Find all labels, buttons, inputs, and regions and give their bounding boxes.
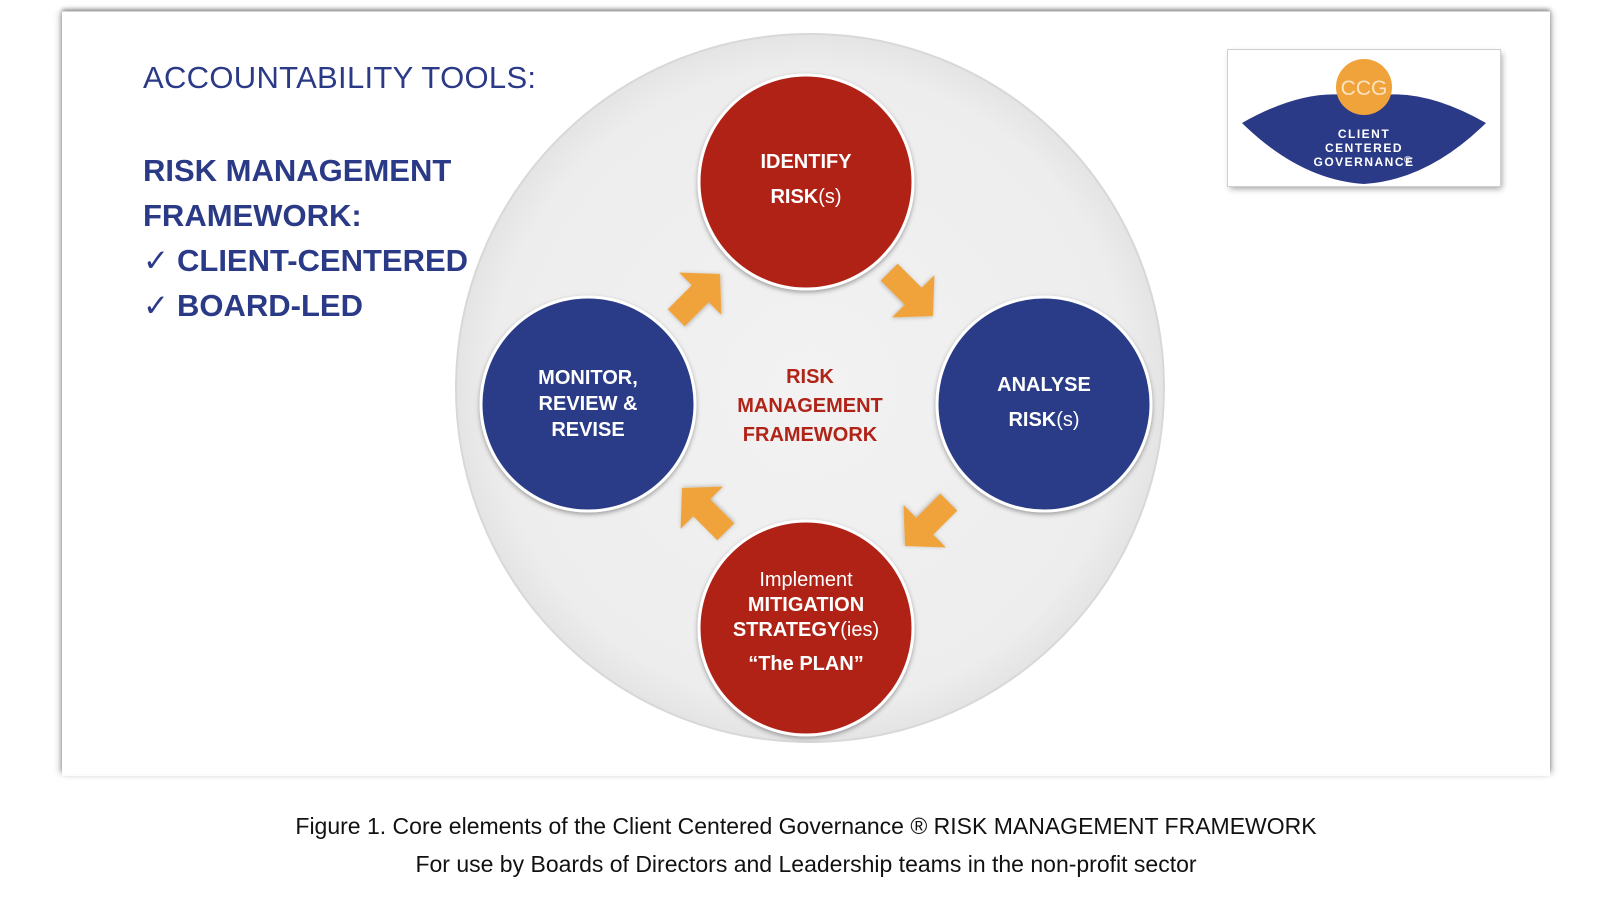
ccg-logo: CCG CLIENT CENTERED GOVERNANCE ® <box>1228 50 1500 186</box>
strategy-bold: STRATEGY <box>733 619 841 641</box>
heading-line-1: RISK MANAGEMENT <box>143 153 452 188</box>
implement-mitigation-circle <box>697 519 915 737</box>
identify-risk-circle <box>697 73 915 291</box>
revise-label: REVISE <box>551 419 624 441</box>
figure-caption-line-1: Figure 1. Core elements of the Client Ce… <box>295 813 1317 839</box>
logo-registered-mark: ® <box>1404 155 1412 166</box>
logo-badge-circle <box>1336 59 1392 115</box>
logo-line-1: CLIENT <box>1338 127 1390 141</box>
identify-risk-bold: RISK <box>770 186 818 208</box>
review-label: REVIEW & <box>539 393 638 415</box>
analyse-risk-circle <box>935 295 1153 513</box>
analyse-risk-label: RISK(s) <box>1008 409 1079 431</box>
monitor-label: MONITOR, <box>538 367 638 389</box>
bullet-client-centered: ✓CLIENT-CENTERED <box>143 238 468 283</box>
logo-badge-text: CCG <box>1341 77 1388 100</box>
center-label-management: MANAGEMENT <box>737 395 883 417</box>
framework-heading: RISK MANAGEMENT FRAMEWORK: ✓CLIENT-CENTE… <box>143 148 468 328</box>
identify-label: IDENTIFY <box>760 151 852 173</box>
bullet-client-centered-label: CLIENT-CENTERED <box>177 243 469 278</box>
logo-line-3: GOVERNANCE <box>1313 155 1414 169</box>
accountability-title: ACCOUNTABILITY TOOLS: <box>143 60 537 95</box>
check-icon: ✓ <box>143 288 169 323</box>
analyse-label: ANALYSE <box>997 374 1091 396</box>
analyse-risk-bold: RISK <box>1008 409 1056 431</box>
monitor-review-circle <box>479 295 697 513</box>
identify-risk-suffix: (s) <box>818 186 841 208</box>
mitigation-label: MITIGATION <box>748 594 864 616</box>
implement-label: Implement <box>759 569 853 591</box>
figure-caption-line-2: For use by Boards of Directors and Leade… <box>415 851 1197 877</box>
heading-line-2: FRAMEWORK: <box>143 198 362 233</box>
analyse-risk-suffix: (s) <box>1056 409 1079 431</box>
bullet-board-led: ✓BOARD-LED <box>143 283 468 328</box>
center-label-risk: RISK <box>786 366 834 388</box>
bullet-board-led-label: BOARD-LED <box>177 288 363 323</box>
strategy-suffix: (ies) <box>840 619 879 641</box>
logo-line-2: CENTERED <box>1325 141 1403 155</box>
outer-ring <box>455 33 1165 743</box>
strategy-label: STRATEGY(ies) <box>733 619 879 641</box>
logo-arc <box>1242 94 1486 184</box>
the-plan-label: “The PLAN” <box>748 653 864 675</box>
ccg-logo-graphic: CCG CLIENT CENTERED GOVERNANCE ® <box>1242 59 1486 184</box>
check-icon: ✓ <box>143 243 169 278</box>
identify-risk-label: RISK(s) <box>770 186 841 208</box>
center-label-framework: FRAMEWORK <box>743 424 878 446</box>
